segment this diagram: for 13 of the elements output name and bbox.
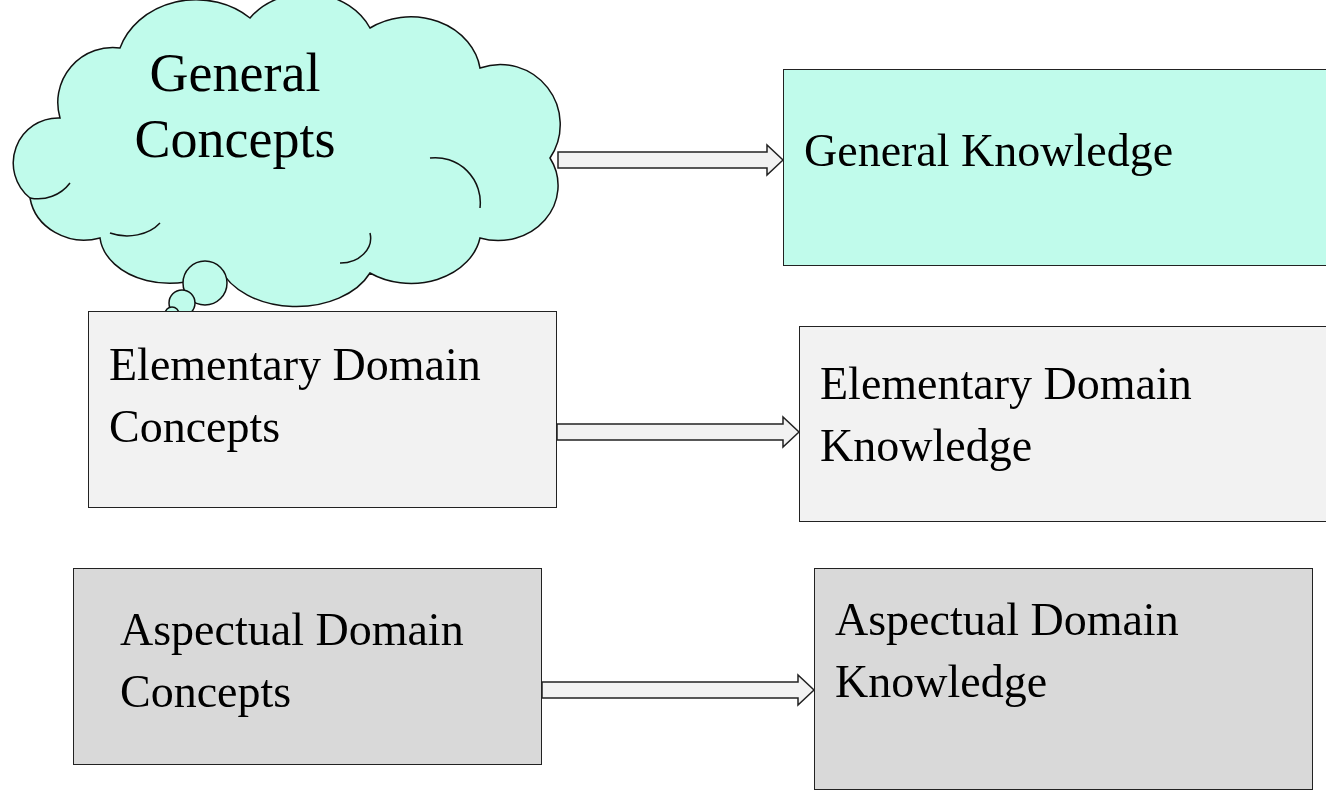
block-arrow <box>541 673 816 707</box>
box-label: Elementary Domain Concepts <box>109 338 482 454</box>
concept-box <box>799 326 1326 522</box>
concept-box <box>73 568 542 765</box>
concept-box <box>783 69 1326 266</box>
concept-box <box>88 311 557 508</box>
concept-box <box>814 568 1313 790</box>
box-label: General Knowledge <box>804 124 1175 178</box>
box-label: Elementary Domain Knowledge <box>820 357 1193 473</box>
box-label: Aspectual Domain Knowledge <box>835 593 1180 709</box>
block-arrow <box>557 143 785 177</box>
box-label: Aspectual Domain Concepts <box>120 603 465 719</box>
block-arrow <box>556 415 801 449</box>
